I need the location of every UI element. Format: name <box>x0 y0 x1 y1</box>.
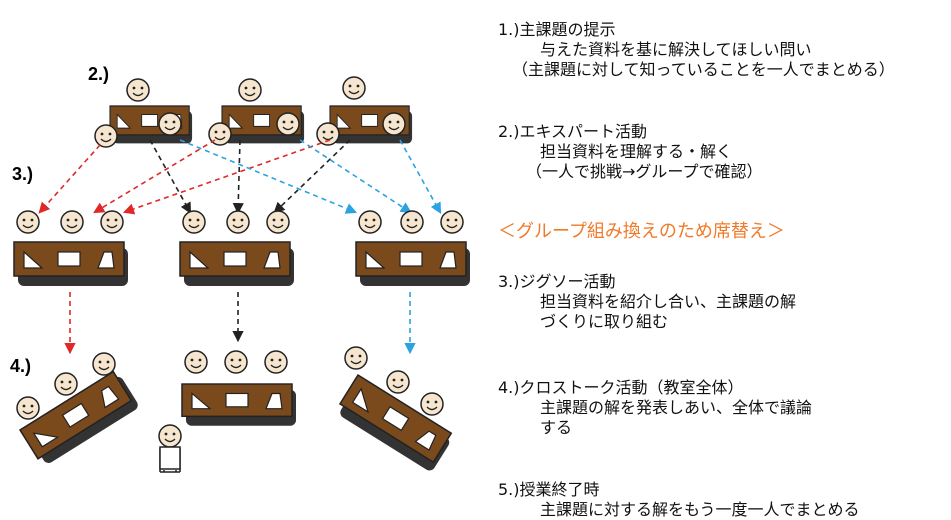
section-4-line-1: 主課題の解を発表しあい、全体で議論 <box>540 398 813 417</box>
expert-group-1 <box>94 78 193 148</box>
section-4-title: 4.)クロストーク活動（教室全体） <box>498 378 744 397</box>
expert-group-2 <box>208 78 305 146</box>
crosstalk-group-center <box>181 350 297 427</box>
section-3-line-1: 担当資料を紹介し合い、主課題の解 <box>540 292 797 311</box>
section-3-title: 3.)ジグソー活動 <box>498 272 616 291</box>
jigsaw-group-1 <box>13 210 129 287</box>
step-4-label: 4.) <box>10 356 31 376</box>
section-5: 5.)授業終了時 主課題に対する解をもう一度一人でまとめる <box>498 480 860 520</box>
section-4: 4.)クロストーク活動（教室全体） 主課題の解を発表しあい、全体で議論 する <box>498 378 812 438</box>
jigsaw-diagram: 2.) 3.) 4.) <box>10 64 471 474</box>
section-2-line-1: 担当資料を理解する・解く <box>540 142 733 161</box>
section-3: 3.)ジグソー活動 担当資料を紹介し合い、主課題の解 づくりに取り組む <box>498 272 796 332</box>
step-2-label: 2.) <box>88 64 109 84</box>
jigsaw-group-2 <box>179 210 295 287</box>
section-1-paren: （主課題に対して知っていることを一人でまとめる） <box>512 60 895 79</box>
section-1-title: 1.)主課題の提示 <box>498 20 616 39</box>
section-2-title: 2.)エキスパート活動 <box>498 122 648 141</box>
section-4-line-2: する <box>540 418 573 437</box>
section-2-line-2: （一人で挑戦→グループで確認） <box>526 162 763 181</box>
crosstalk-group-left <box>16 352 141 469</box>
crosstalk-group-right <box>333 346 456 474</box>
arrows-expert-to-jigsaw <box>38 139 442 215</box>
step-3-label: 3.) <box>12 164 33 184</box>
section-5-title: 5.)授業終了時 <box>498 480 600 499</box>
teacher-figure <box>158 424 182 473</box>
seat-change-note: ＜グループ組み換えのため席替え＞ <box>498 221 785 242</box>
arrows-jigsaw-to-crosstalk <box>64 292 416 355</box>
jigsaw-group-3 <box>355 210 471 287</box>
section-2: 2.)エキスパート活動 担当資料を理解する・解く （一人で挑戦→グループで確認） <box>498 122 762 182</box>
section-3-line-2: づくりに取り組む <box>540 312 669 331</box>
section-5-line-1: 主課題に対する解をもう一度一人でまとめる <box>540 500 860 519</box>
expert-group-3 <box>316 76 413 146</box>
section-1-line-1: 与えた資料を基に解決してほしい問い <box>540 40 812 59</box>
section-1: 1.)主課題の提示 与えた資料を基に解決してほしい問い （主課題に対して知ってい… <box>498 20 895 80</box>
